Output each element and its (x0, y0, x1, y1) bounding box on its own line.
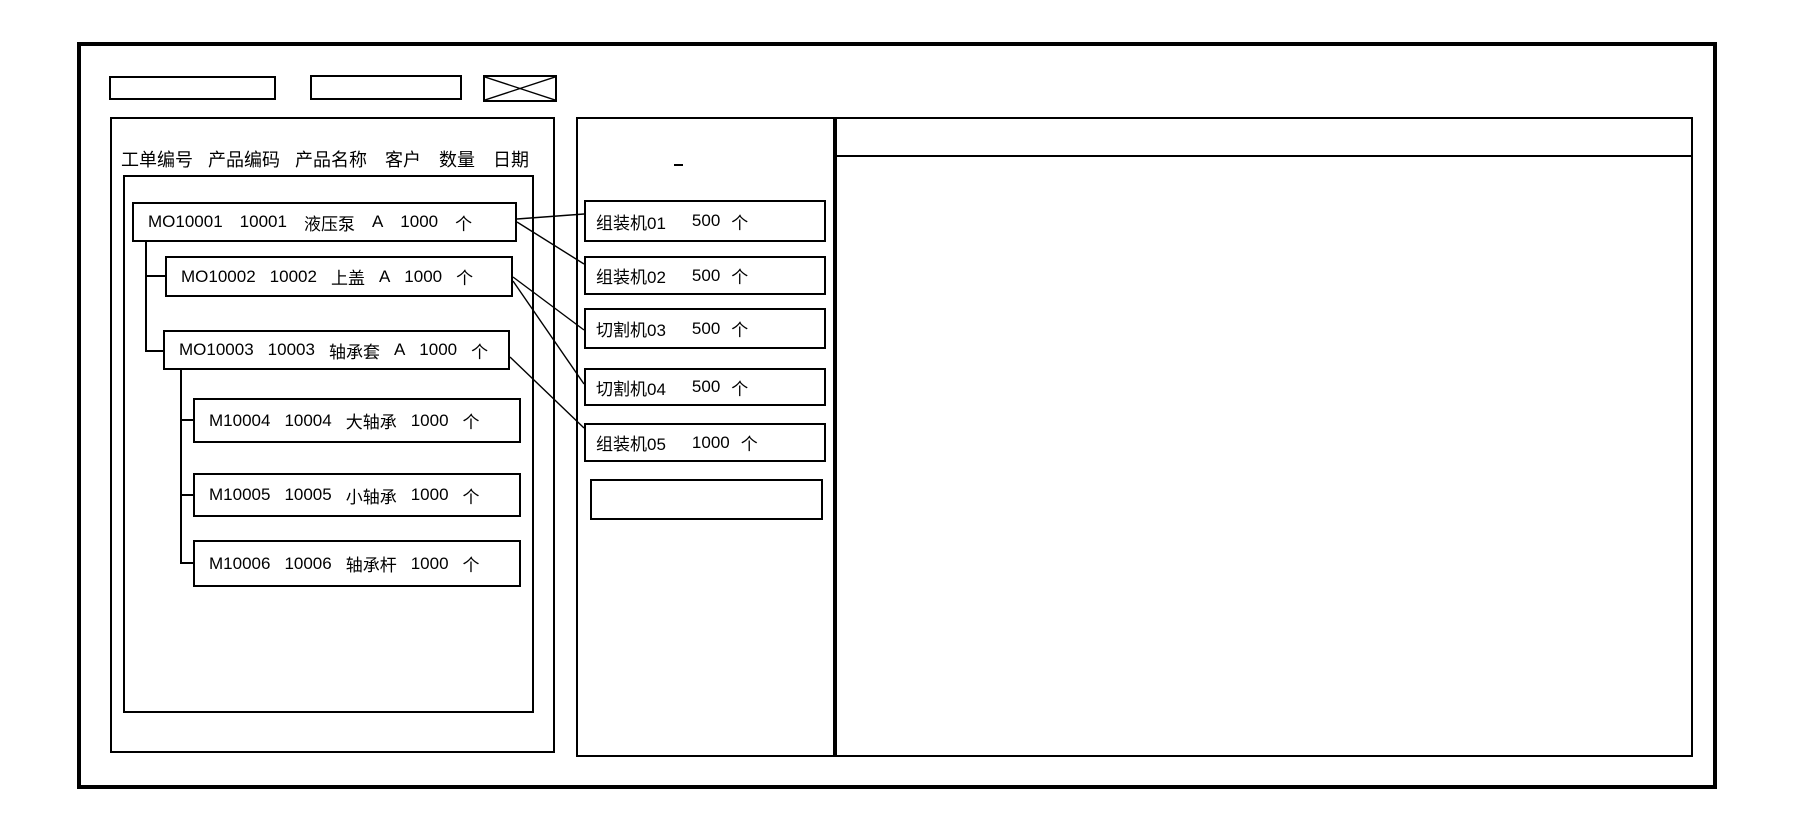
machine-qty: 1000 (691, 432, 730, 452)
quantity: 1000 (410, 410, 449, 430)
tree-branch-line (145, 350, 163, 352)
customer: A (371, 212, 384, 231)
machine-row-empty[interactable] (590, 479, 823, 520)
col-customer: 客户 (385, 150, 421, 170)
unit: 个 (731, 268, 749, 287)
tree-branch-line (145, 275, 165, 277)
machine-qty: 500 (691, 318, 721, 338)
machine-row[interactable]: 组装机05 1000 个 (584, 423, 826, 462)
quantity: 1000 (410, 485, 449, 504)
machine-qty: 500 (691, 211, 721, 230)
customer: A (378, 266, 391, 286)
machine-name: 组装机01 (596, 213, 666, 233)
product-name: 小轴承 (345, 487, 397, 507)
work-order-row[interactable]: M10004 10004 大轴承 1000 个 (193, 398, 521, 443)
quantity: 1000 (404, 266, 443, 286)
col-quantity: 数量 (439, 150, 475, 170)
order-no: M10005 (209, 485, 271, 504)
col-product-name: 产品名称 (295, 150, 367, 170)
unit: 个 (731, 321, 749, 340)
quantity: 1000 (400, 212, 439, 231)
unit: 个 (455, 214, 473, 234)
work-order-row[interactable]: MO10002 10002 上盖 A 1000 个 (165, 256, 513, 297)
tree-branch-line (180, 562, 193, 564)
machine-qty: 500 (691, 377, 721, 396)
unit: 个 (462, 556, 480, 575)
work-order-row[interactable]: M10006 10006 轴承杆 1000 个 (193, 540, 521, 587)
unit: 个 (462, 487, 480, 507)
unit: 个 (456, 269, 474, 288)
machine-row[interactable]: 切割机04 500 个 (584, 368, 826, 406)
product-name: 液压泵 (303, 214, 355, 234)
product-name: 大轴承 (345, 413, 397, 432)
tree-branch-line (180, 370, 182, 564)
detail-panel (835, 117, 1693, 757)
dash-mark (674, 164, 683, 166)
machine-name: 切割机04 (596, 379, 666, 399)
product-code: 10002 (269, 266, 317, 286)
x-cross-icon (485, 77, 555, 100)
column-header-row: 工单编号 产品编码 产品名称 客户 数量 日期 (121, 146, 529, 172)
work-order-row[interactable]: M10005 10005 小轴承 1000 个 (193, 473, 521, 517)
work-order-row[interactable]: MO10003 10003 轴承套 A 1000 个 (163, 330, 510, 370)
order-no: MO10002 (181, 266, 256, 286)
product-code: 10006 (284, 553, 332, 573)
work-order-row[interactable]: MO10001 10001 液压泵 A 1000 个 (132, 202, 517, 242)
machine-row[interactable]: 组装机02 500 个 (584, 256, 826, 295)
product-name: 轴承套 (328, 342, 380, 362)
machine-name: 组装机05 (596, 435, 666, 454)
col-order-no: 工单编号 (121, 150, 193, 170)
product-code: 10003 (267, 340, 315, 359)
product-code: 10005 (284, 485, 332, 504)
product-name: 上盖 (330, 269, 365, 288)
machine-row[interactable]: 组装机01 500 个 (584, 200, 826, 242)
detail-panel-header-divider (837, 155, 1691, 157)
order-no: M10006 (209, 553, 271, 573)
col-date: 日期 (493, 150, 529, 170)
machine-qty: 500 (691, 265, 721, 285)
quantity: 1000 (410, 553, 449, 573)
toolbar-input-2[interactable] (310, 75, 462, 100)
unit: 个 (731, 213, 749, 233)
order-tree-container (123, 175, 534, 713)
unit: 个 (471, 342, 489, 362)
order-no: MO10003 (179, 340, 254, 359)
customer: A (393, 340, 406, 359)
machine-name: 组装机02 (596, 268, 666, 287)
col-product-code: 产品编码 (208, 150, 280, 170)
unit: 个 (740, 435, 758, 454)
tree-branch-line (180, 419, 193, 421)
product-code: 10001 (239, 212, 287, 231)
unit: 个 (462, 413, 480, 432)
order-no: M10004 (209, 410, 271, 430)
tree-branch-line (180, 494, 193, 496)
order-no: MO10001 (148, 212, 223, 231)
crossed-box-button[interactable] (483, 75, 557, 102)
unit: 个 (731, 379, 749, 399)
machine-row[interactable]: 切割机03 500 个 (584, 308, 826, 349)
toolbar-input-1[interactable] (109, 76, 276, 100)
tree-branch-line (145, 242, 147, 352)
machine-name: 切割机03 (596, 321, 666, 340)
quantity: 1000 (419, 340, 458, 359)
product-name: 轴承杆 (345, 556, 397, 575)
product-code: 10004 (284, 410, 332, 430)
